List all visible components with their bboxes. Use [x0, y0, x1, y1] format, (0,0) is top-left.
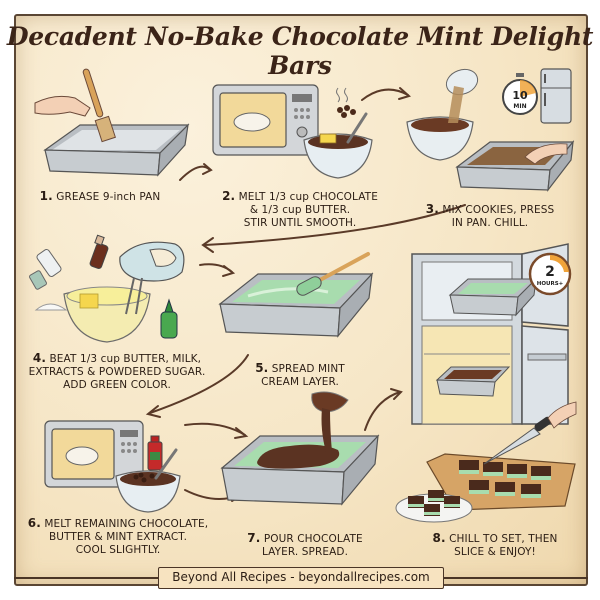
- plate-icon: [395, 490, 473, 523]
- step-5-caption: 5. SPREAD MINT CREAM LAYER.: [255, 361, 345, 389]
- baking-pan-icon: [220, 434, 380, 506]
- svg-text:HOURS+: HOURS+: [537, 281, 564, 287]
- hand-icon: [524, 143, 568, 165]
- svg-text:10: 10: [512, 89, 528, 102]
- svg-text:2: 2: [545, 264, 555, 280]
- step-3-caption: 3. MIX COOKIES, PRESS IN PAN. CHILL.: [425, 202, 555, 230]
- spatula-icon: [296, 252, 370, 296]
- stopwatch-icon: 10 MIN: [502, 73, 538, 115]
- cutting-board-icon: [426, 453, 576, 511]
- baking-pan-icon: [218, 272, 374, 338]
- chocolate-chips-icon: [336, 87, 356, 118]
- refrigerator-icon: [540, 68, 572, 124]
- svg-text:MIN: MIN: [513, 103, 526, 110]
- step-8-caption: 8. CHILL TO SET, THEN SLICE & ENJOY!: [432, 531, 558, 559]
- knife-icon: [483, 401, 577, 465]
- step-6-caption: 6. MELT REMAINING CHOCOLATE, BUTTER & MI…: [27, 516, 209, 557]
- baking-pan-icon: [43, 123, 190, 177]
- mixing-bowl-icon: [303, 112, 373, 179]
- timer-clock-icon: 2 HOURS+: [528, 252, 572, 296]
- footer-banner: Beyond All Recipes - beyondallrecipes.co…: [158, 567, 444, 589]
- baking-pan-icon: [435, 366, 511, 397]
- microwave-icon: [44, 420, 144, 488]
- step-7-caption: 7. POUR CHOCOLATE LAYER. SPREAD.: [247, 531, 363, 559]
- mint-extract-bottle-icon: [147, 435, 163, 471]
- hand-icon: [547, 401, 577, 429]
- step-4-caption: 4. BEAT 1/3 cup BUTTER, MILK, EXTRACTS &…: [28, 351, 206, 392]
- hand-mixer-icon: [119, 241, 185, 315]
- green-food-coloring-icon: [160, 298, 178, 339]
- sugar-shaker-icon: [29, 249, 68, 311]
- mixing-bowl-icon: [115, 448, 181, 513]
- vanilla-extract-bottle-icon: [89, 234, 109, 269]
- step-2-caption: 2. MELT 1/3 cup CHOCOLATE & 1/3 cup BUTT…: [222, 189, 378, 230]
- page-title: Decadent No-Bake Chocolate Mint Delight …: [6, 22, 594, 80]
- microwave-icon: [212, 84, 319, 156]
- cookie-crumbs-bowl-icon: [445, 68, 479, 123]
- baking-pan-icon: [455, 140, 575, 193]
- baking-pan-icon: [448, 277, 538, 317]
- chocolate-pour-icon: [311, 391, 349, 452]
- footer-rule-left: [14, 577, 158, 579]
- pastry-brush-icon: [34, 68, 116, 143]
- butter-icon: [79, 293, 99, 309]
- footer-rule-right: [444, 577, 588, 579]
- butter-icon: [319, 133, 337, 144]
- step-1-caption: 1. GREASE 9-inch PAN: [39, 189, 161, 204]
